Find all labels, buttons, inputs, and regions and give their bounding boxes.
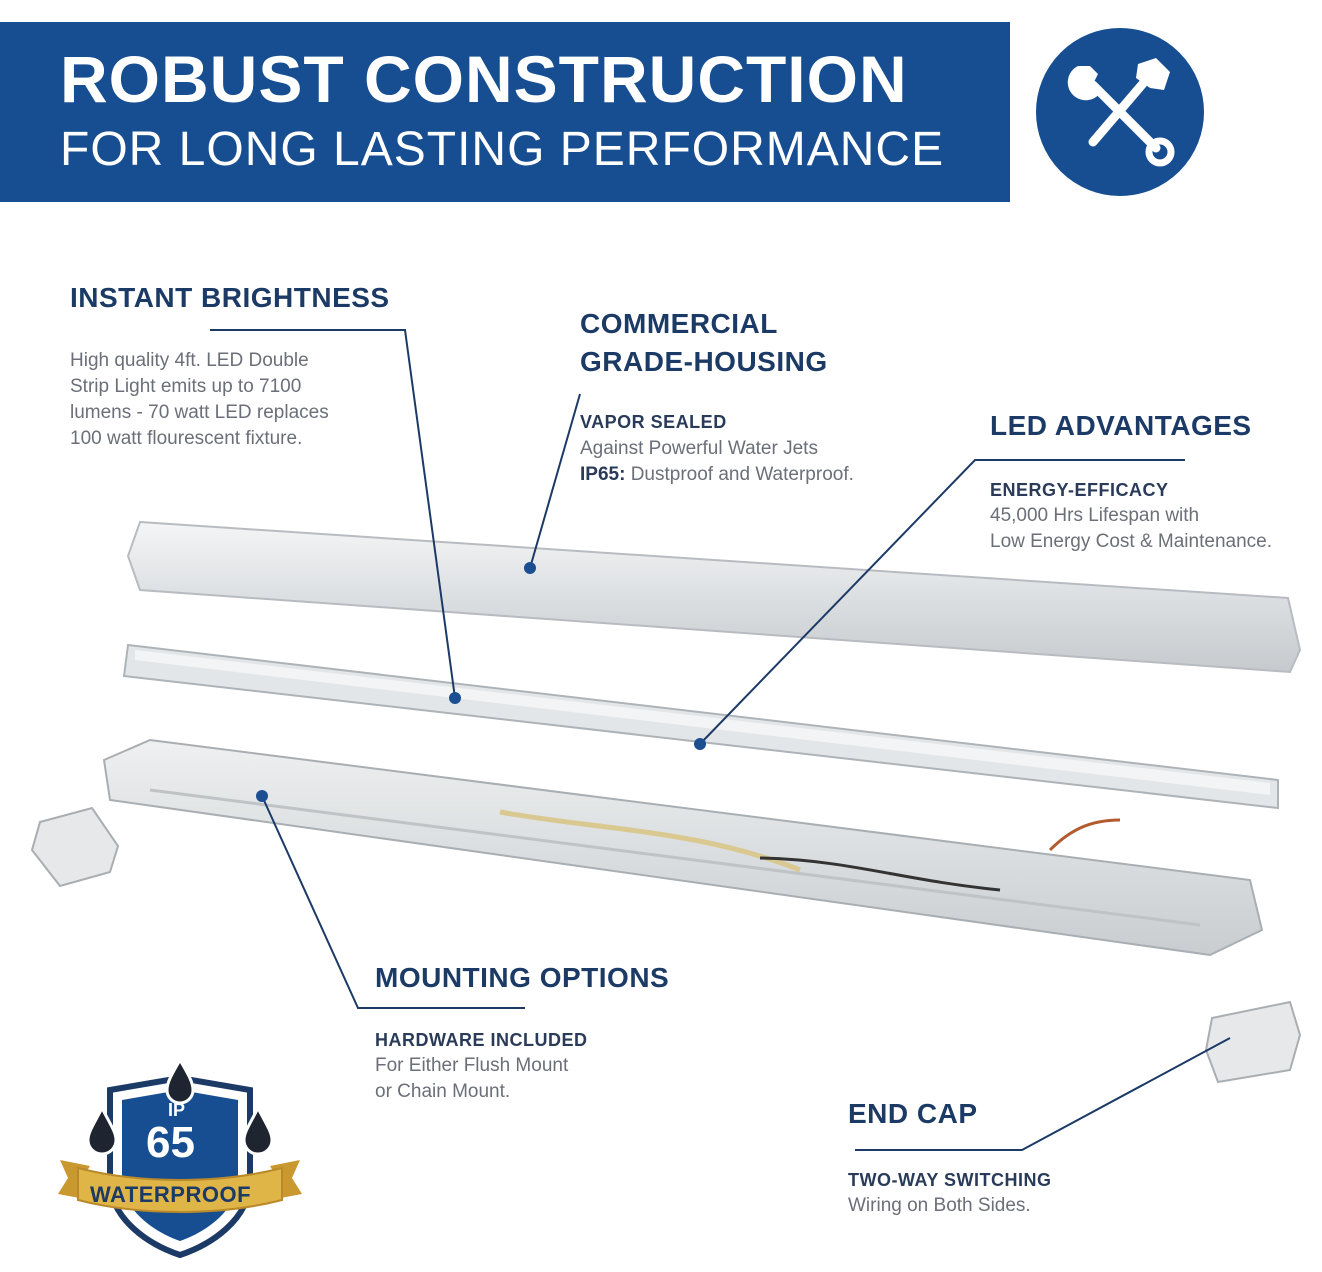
end-cap-heading: END CAP xyxy=(848,1098,978,1129)
text-line: Strip Light emits up to 7100 xyxy=(70,376,302,397)
banner-circle xyxy=(1030,22,1210,202)
text-line: lumens - 70 watt LED replaces xyxy=(70,402,329,423)
instant-brightness-text: High quality 4ft. LED Double Strip Light… xyxy=(70,348,329,452)
water-drop-icon xyxy=(86,1060,274,1156)
housing-tray xyxy=(102,738,1264,957)
commercial-heading: COMMERCIAL GRADE-HOUSING xyxy=(580,305,828,381)
banner-title: ROBUST CONSTRUCTION xyxy=(60,42,908,116)
text-line: Against Powerful Water Jets xyxy=(580,438,818,459)
text-line: IP65: Dustproof and Waterproof. xyxy=(580,462,854,488)
ip65-waterproof-badge xyxy=(58,1060,302,1259)
led-advantages-text: 45,000 Hrs Lifespan with Low Energy Cost… xyxy=(990,503,1272,555)
text-line: Wiring on Both Sides. xyxy=(848,1195,1031,1216)
led-advantages-heading: LED ADVANTAGES xyxy=(990,410,1252,441)
heading-line: GRADE-HOUSING xyxy=(580,346,828,377)
text-line: 45,000 Hrs Lifespan with xyxy=(990,505,1200,526)
vapor-sealed-subheading: VAPOR SEALED xyxy=(580,412,727,432)
two-way-switching-subheading: TWO-WAY SWITCHING xyxy=(848,1170,1052,1190)
heading-line: COMMERCIAL xyxy=(580,308,778,339)
commercial-text: Against Powerful Water Jets IP65: Dustpr… xyxy=(580,436,854,488)
diffuser-cover xyxy=(126,520,1302,674)
badge-rating: 65 xyxy=(146,1118,195,1167)
wrench-hammer-icon xyxy=(1067,58,1175,167)
badge-waterproof-label: WATERPROOF xyxy=(90,1182,252,1207)
instant-brightness-heading: INSTANT BRIGHTNESS xyxy=(70,282,390,313)
energy-efficacy-subheading: ENERGY-EFFICACY xyxy=(990,480,1169,500)
end-cap-text: Wiring on Both Sides. xyxy=(848,1193,1031,1219)
ip65-label: IP65: xyxy=(580,464,626,485)
left-end-cap xyxy=(30,806,120,888)
ip65-description: Dustproof and Waterproof. xyxy=(625,464,854,485)
text-line: For Either Flush Mount xyxy=(375,1055,569,1076)
text-line: Low Energy Cost & Maintenance. xyxy=(990,531,1272,552)
badge-ip-label: IP xyxy=(168,1100,186,1120)
text-line: 100 watt flourescent fixture. xyxy=(70,428,303,449)
text-line: High quality 4ft. LED Double xyxy=(70,350,309,371)
hardware-included-subheading: HARDWARE INCLUDED xyxy=(375,1030,588,1050)
banner-subtitle: FOR LONG LASTING PERFORMANCE xyxy=(60,123,945,176)
text-line: or Chain Mount. xyxy=(375,1081,511,1102)
mounting-options-heading: MOUNTING OPTIONS xyxy=(375,962,670,993)
led-board xyxy=(122,643,1279,810)
mounting-text: For Either Flush Mount or Chain Mount. xyxy=(375,1053,568,1105)
